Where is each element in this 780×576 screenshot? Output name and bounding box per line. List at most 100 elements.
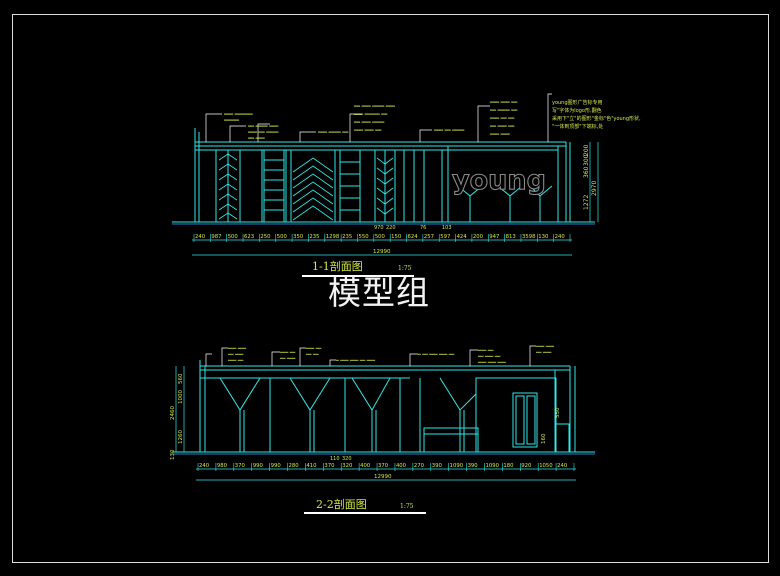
svg-text:══ ═══: ══ ═══ bbox=[227, 353, 244, 358]
leader-lines-2 bbox=[205, 345, 536, 366]
chevron-pattern-2 bbox=[292, 157, 334, 221]
dim-1-label: 987 bbox=[211, 234, 221, 240]
dim-1-label: 500 bbox=[228, 234, 239, 240]
dim-2-label: 410 bbox=[306, 463, 317, 469]
dim-1-label: 240 bbox=[555, 234, 566, 240]
svg-text:═══ ═══: ═══ ═══ bbox=[227, 347, 246, 352]
dim-1-label: 424 bbox=[457, 234, 468, 240]
dim-1-label: 550 bbox=[358, 234, 369, 240]
chevron-pattern-1 bbox=[218, 153, 238, 220]
tdim-1-103: 103 bbox=[442, 225, 452, 231]
chevron-pattern-3 bbox=[376, 157, 394, 215]
vdim-1-300: 300 bbox=[583, 154, 590, 166]
dim-2-label: 400 bbox=[396, 463, 407, 469]
dim-2-label: 370 bbox=[324, 463, 335, 469]
vertical-dimensions-2: 130 1260 2460 1000 560 160 550 bbox=[170, 366, 561, 460]
dim-2-label: 240 bbox=[199, 463, 210, 469]
svg-text:═══ ══: ═══ ══ bbox=[305, 347, 322, 352]
vdim-2-1000: 1000 bbox=[178, 390, 184, 404]
svg-text:══ ════ ═══: ══ ════ ═══ bbox=[247, 124, 279, 130]
dim-1-label: 500 bbox=[277, 234, 288, 240]
sign-note-2: 写"字体为logo形,翻色 bbox=[552, 107, 602, 114]
section-1-title-text: 1-1剖面图 bbox=[312, 259, 363, 273]
vdim-1-200: 200 bbox=[583, 144, 590, 156]
svg-text:═══ ═══ ══: ═══ ═══ ══ bbox=[353, 128, 382, 134]
dim-2-label: 990 bbox=[253, 463, 264, 469]
svg-text:═══ ══: ═══ ══ bbox=[477, 349, 494, 354]
vdim-2-1260: 1260 bbox=[178, 430, 184, 444]
vdim-2-2460: 2460 bbox=[170, 406, 176, 420]
annotation-marks-1: ═══ ═══════════ ══ ════ ══════ ══ ════ ═… bbox=[223, 100, 518, 142]
top-dimensions-1: 970 220 76 103 bbox=[374, 225, 452, 231]
section-1-1-elevation bbox=[172, 128, 595, 225]
svg-text:═══ ══: ═══ ══ bbox=[227, 359, 244, 364]
ladder-pattern-1 bbox=[264, 159, 284, 211]
vdim-2-560: 560 bbox=[178, 373, 184, 384]
dim-2-label: 320 bbox=[342, 463, 353, 469]
svg-text:══ ═══ ════ ═══: ══ ═══ ════ ═══ bbox=[353, 104, 396, 110]
svg-text:══ ═══: ══ ═══ bbox=[279, 357, 296, 362]
vdim-2-130: 130 bbox=[170, 449, 176, 460]
dim-1-label: 130 bbox=[538, 234, 549, 240]
svg-text:═══ ══ ══: ═══ ══ ══ bbox=[489, 116, 515, 122]
ladder-pattern-2 bbox=[340, 161, 360, 211]
svg-text:═══ ══: ═══ ══ bbox=[279, 351, 296, 356]
dim-1-label: 813 bbox=[506, 234, 516, 240]
dim-2-label: 980 bbox=[217, 463, 228, 469]
svg-text:═══ ══════: ═══ ══════ bbox=[223, 112, 254, 118]
watermark-text: 模型组 bbox=[328, 273, 430, 312]
svg-text:═══ ═══ ══: ═══ ═══ ══ bbox=[489, 100, 518, 106]
dim-1-label: 257 bbox=[424, 234, 434, 240]
vdim-1-360: 360 bbox=[583, 166, 590, 178]
svg-text:═══ ════ ══: ═══ ════ ══ bbox=[317, 130, 349, 136]
svg-text:═════: ═════ bbox=[223, 118, 240, 124]
dim-1-label: 1298 bbox=[326, 234, 340, 240]
tdim-2-110: 110 bbox=[330, 456, 340, 462]
section-2-2-elevation bbox=[172, 360, 595, 455]
sheet-border bbox=[12, 14, 769, 563]
vertical-dimensions-1: 1272 2970 360 300 200 bbox=[583, 142, 599, 222]
vdim-2-160: 160 bbox=[541, 433, 547, 444]
dim-2-label: 390 bbox=[432, 463, 443, 469]
dim-1-label: 623 bbox=[244, 234, 254, 240]
leader-lines-1 bbox=[205, 93, 552, 142]
overall-dim-2: 12990 bbox=[374, 474, 392, 480]
svg-text:═══ ══ ════: ═══ ══ ════ bbox=[247, 130, 279, 136]
svg-text:══ ═══: ══ ═══ bbox=[535, 351, 552, 356]
dim-1-label: 624 bbox=[408, 234, 419, 240]
sign-young-text: young bbox=[452, 165, 546, 196]
dim-1-label: 947 bbox=[489, 234, 499, 240]
dim-1-label: 3598 bbox=[522, 234, 536, 240]
dim-1-label: 235 bbox=[309, 234, 319, 240]
dim-2-label: 1050 bbox=[539, 463, 553, 469]
svg-text:═══ ═══ ═══: ═══ ═══ ═══ bbox=[477, 361, 506, 366]
dim-2-label: 270 bbox=[414, 463, 425, 469]
dim-2-label: 1090 bbox=[450, 463, 464, 469]
svg-text:══ ══: ══ ══ bbox=[305, 353, 319, 358]
tdim-1-970: 970 bbox=[374, 225, 384, 231]
dim-2-label: 990 bbox=[271, 463, 282, 469]
section-2-scale: 1:75 bbox=[400, 503, 414, 510]
dim-2-label: 920 bbox=[521, 463, 532, 469]
sign-note-4: "一体到顶部"下端标,处 bbox=[552, 123, 603, 130]
overall-dim-1: 12990 bbox=[373, 249, 391, 255]
vdim-1-2970: 2970 bbox=[591, 181, 598, 196]
dim-1-label: 597 bbox=[440, 234, 450, 240]
sign-notes: young图形广告标专用 写"字体为logo形,翻色 采用下"立"的图形"金标"… bbox=[552, 99, 641, 130]
dim-1-label: 150 bbox=[391, 234, 402, 240]
dim-2-label: 370 bbox=[235, 463, 246, 469]
section-2-title-text: 2-2剖面图 bbox=[316, 497, 367, 511]
dim-2-label: 400 bbox=[360, 463, 371, 469]
vdim-2-550: 550 bbox=[555, 407, 561, 418]
dim-2-label: 280 bbox=[289, 463, 300, 469]
dim-2-label: 240 bbox=[557, 463, 568, 469]
svg-text:══ ════ ══: ══ ════ ══ bbox=[489, 108, 518, 114]
svg-text:══ ═══ ════: ══ ═══ ════ bbox=[353, 120, 385, 126]
tdim-2-320: 320 bbox=[342, 456, 352, 462]
tdim-1-220: 220 bbox=[386, 225, 396, 231]
dim-1-label: 500 bbox=[375, 234, 386, 240]
svg-text:═══ ═══: ═══ ═══ bbox=[535, 345, 554, 350]
svg-text:═══ ══ ════: ═══ ══ ════ bbox=[433, 128, 465, 134]
